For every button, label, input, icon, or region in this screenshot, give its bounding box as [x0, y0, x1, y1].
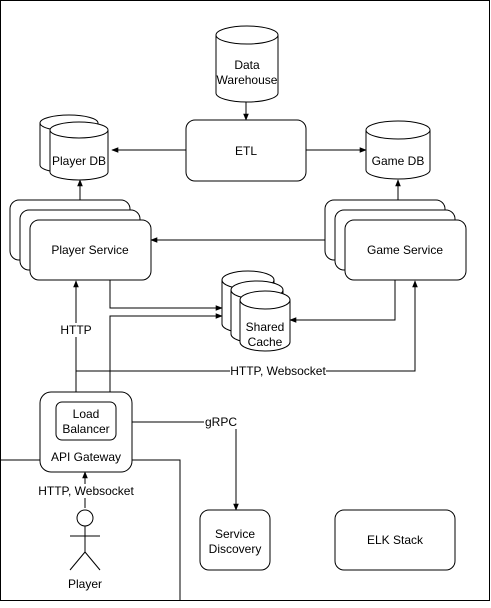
game-db-label: Game DB [372, 154, 425, 168]
load-balancer-label-line1: Load [73, 407, 100, 421]
service-discovery-label-line2: Discovery [209, 542, 262, 556]
load-balancer-label-line2: Balancer [62, 422, 109, 436]
edge-gateway-to-game-service [76, 280, 418, 372]
shared-cache-node: Shared Cache [221, 270, 291, 352]
elk-stack-label: ELK Stack [367, 533, 424, 547]
edge-gateway-to-cache [109, 313, 223, 392]
edge-label-http-text: HTTP [60, 323, 91, 337]
player-db-label: Player DB [52, 154, 106, 168]
edge-label-http-websocket-game: HTTP, Websocket [230, 364, 326, 378]
edge-label-http: HTTP [58, 323, 94, 337]
etl-label: ETL [235, 144, 257, 158]
game-service-node: Game Service [324, 199, 467, 281]
edge-label-http-websocket-player-text: HTTP, Websocket [38, 484, 134, 498]
player-service-label: Player Service [51, 243, 129, 257]
game-service-label: Game Service [367, 243, 443, 257]
player-actor-icon [69, 509, 101, 571]
player-label: Player [68, 577, 102, 591]
edge-label-grpc-text: gRPC [205, 415, 237, 429]
data-warehouse-node: Data Warehouse [215, 25, 279, 103]
etl-node: ETL [185, 119, 307, 182]
edge-game-service-to-cache [289, 280, 396, 323]
game-db-node: Game DB [365, 120, 431, 180]
api-gateway-label: API Gateway [51, 450, 121, 464]
data-warehouse-label-line2: Warehouse [217, 73, 278, 87]
load-balancer-node: Load Balancer [55, 401, 117, 441]
service-discovery-label-line1: Service [215, 527, 255, 541]
edge-label-grpc: gRPC [204, 415, 238, 429]
shared-cache-label-line1: Shared [246, 320, 285, 334]
edge-player-service-to-cache [109, 280, 223, 311]
service-discovery-node: Service Discovery [199, 509, 271, 571]
elk-stack-node: ELK Stack [334, 509, 456, 571]
player-service-node: Player Service [9, 199, 152, 281]
data-warehouse-label-line1: Data [234, 58, 260, 72]
shared-cache-label-line2: Cache [248, 335, 283, 349]
edge-label-http-websocket-player: HTTP, Websocket [38, 484, 134, 498]
edge-gateway-to-service-discovery [132, 421, 239, 511]
edge-label-http-websocket-game-text: HTTP, Websocket [230, 364, 326, 378]
player-db-node: Player DB [39, 114, 109, 181]
